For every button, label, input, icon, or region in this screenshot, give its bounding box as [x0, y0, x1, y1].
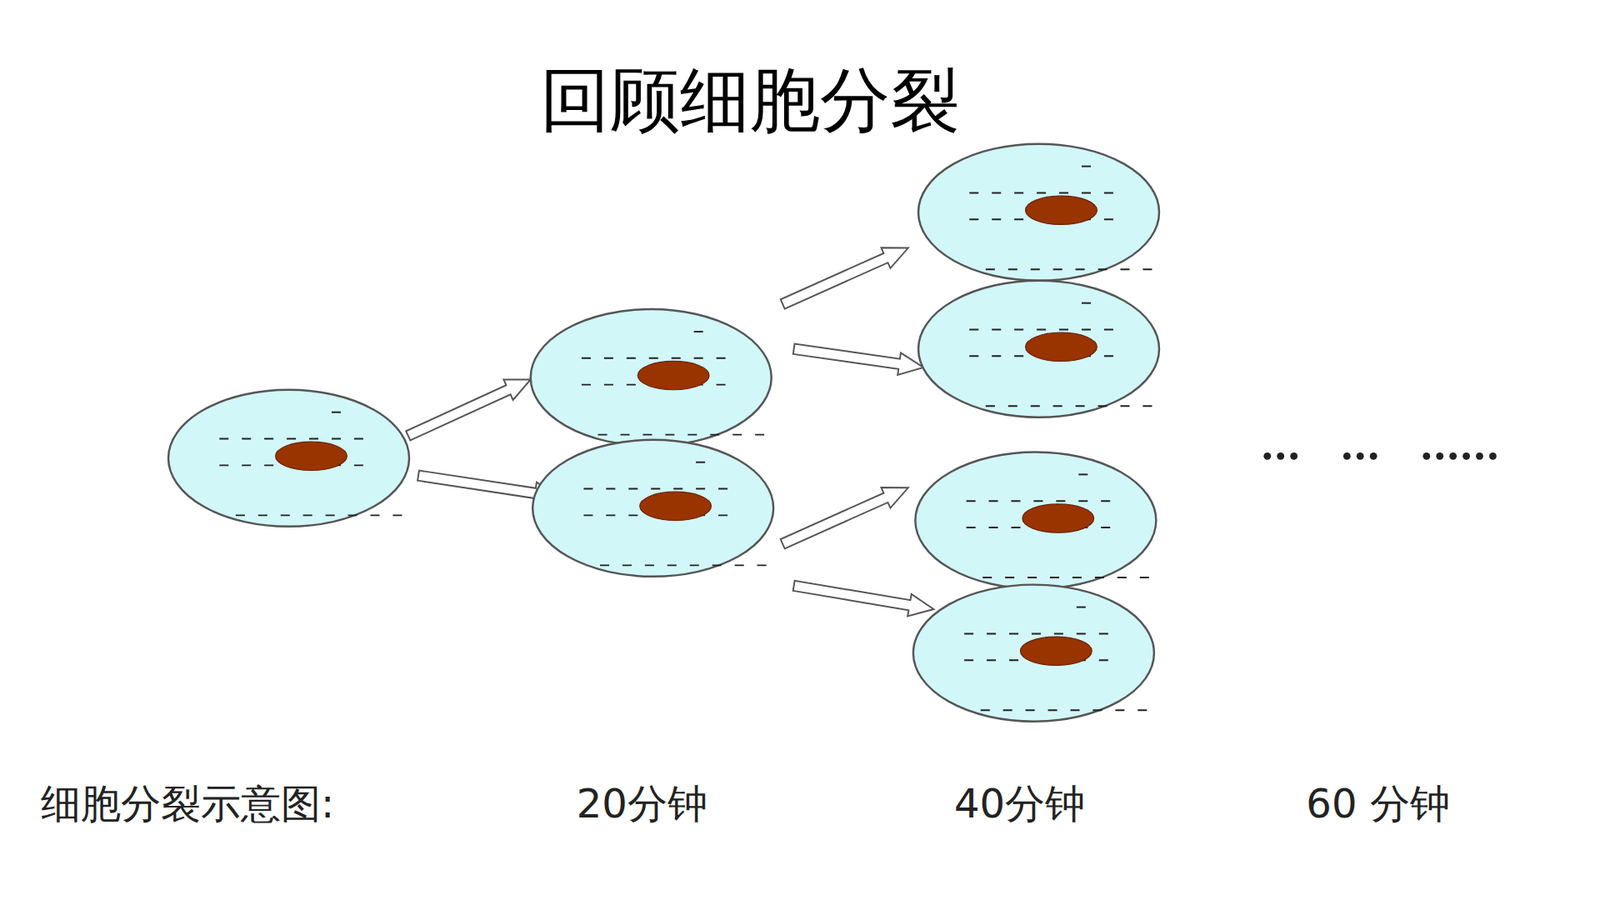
cytoplasm-dashes	[985, 405, 1162, 407]
continuation-dot	[1290, 452, 1298, 460]
continuation-dot	[1435, 452, 1444, 460]
cytoplasm-dashes	[235, 514, 412, 516]
cytoplasm-dashes	[964, 632, 1115, 635]
diagram-title: 回顾细胞分裂	[540, 65, 960, 135]
time-label: 20分钟	[576, 781, 708, 826]
cell-membrane	[915, 451, 1156, 589]
figure-caption-label: 细胞分裂示意图:	[40, 781, 335, 826]
cell	[532, 440, 775, 577]
cytoplasm-dashes	[985, 268, 1162, 270]
cell	[913, 585, 1156, 722]
nucleus	[1022, 504, 1095, 533]
division-arrow	[793, 580, 935, 617]
division-arrow	[405, 380, 531, 441]
continuation-dot	[1489, 452, 1497, 460]
division-arrow	[780, 247, 909, 309]
cytoplasm-dashes	[969, 329, 1120, 331]
cytoplasm-dashes	[980, 709, 1157, 711]
continuation-dot	[1475, 452, 1484, 460]
cell	[168, 390, 411, 527]
continuation-dot	[1449, 452, 1457, 460]
nucleus	[640, 491, 712, 520]
cells	[168, 144, 1161, 722]
cytoplasm-dashes	[583, 488, 735, 490]
continuation-dot	[1276, 452, 1285, 460]
cell-membrane	[918, 144, 1160, 281]
time-label: 40分钟	[954, 781, 1085, 826]
cell	[918, 280, 1161, 418]
cell-membrane	[532, 440, 774, 577]
cell-membrane	[530, 309, 772, 446]
cytoplasm-dashes	[219, 438, 370, 440]
nucleus	[1020, 636, 1092, 665]
cytoplasm-dashes	[331, 411, 342, 414]
division-arrows	[405, 247, 934, 616]
continuation-dot	[1343, 452, 1351, 460]
cytoplasm-dashes	[695, 461, 706, 464]
nucleus	[1025, 332, 1098, 361]
cytoplasm-dashes	[966, 500, 1118, 502]
continuation-dots	[1263, 452, 1496, 460]
cytoplasm-dashes	[1081, 165, 1092, 168]
cell	[915, 451, 1158, 589]
cytoplasm-dashes	[694, 330, 705, 333]
cell-membrane	[913, 585, 1155, 722]
division-arrow	[780, 487, 909, 549]
continuation-dot	[1356, 452, 1365, 460]
cytoplasm-dashes	[581, 357, 733, 360]
cytoplasm-dashes	[969, 191, 1120, 194]
nucleus	[275, 441, 348, 470]
cytoplasm-dashes	[1076, 606, 1087, 609]
division-arrow	[793, 344, 924, 375]
cytoplasm-dashes	[598, 434, 775, 436]
nucleus	[637, 360, 710, 390]
cell	[530, 309, 774, 446]
continuation-dot	[1462, 452, 1470, 460]
continuation-dot	[1422, 452, 1430, 460]
continuation-dot	[1370, 452, 1378, 460]
cytoplasm-dashes	[982, 576, 1159, 579]
cytoplasm-dashes	[600, 564, 776, 566]
nucleus	[1025, 195, 1098, 225]
cytoplasm-dashes	[1081, 302, 1092, 305]
cell-membrane	[918, 280, 1160, 418]
continuation-dot	[1263, 452, 1271, 460]
cytoplasm-dashes	[1078, 473, 1089, 475]
cell	[918, 144, 1161, 281]
cell-membrane	[168, 390, 410, 527]
time-label: 60 分钟	[1305, 781, 1450, 826]
